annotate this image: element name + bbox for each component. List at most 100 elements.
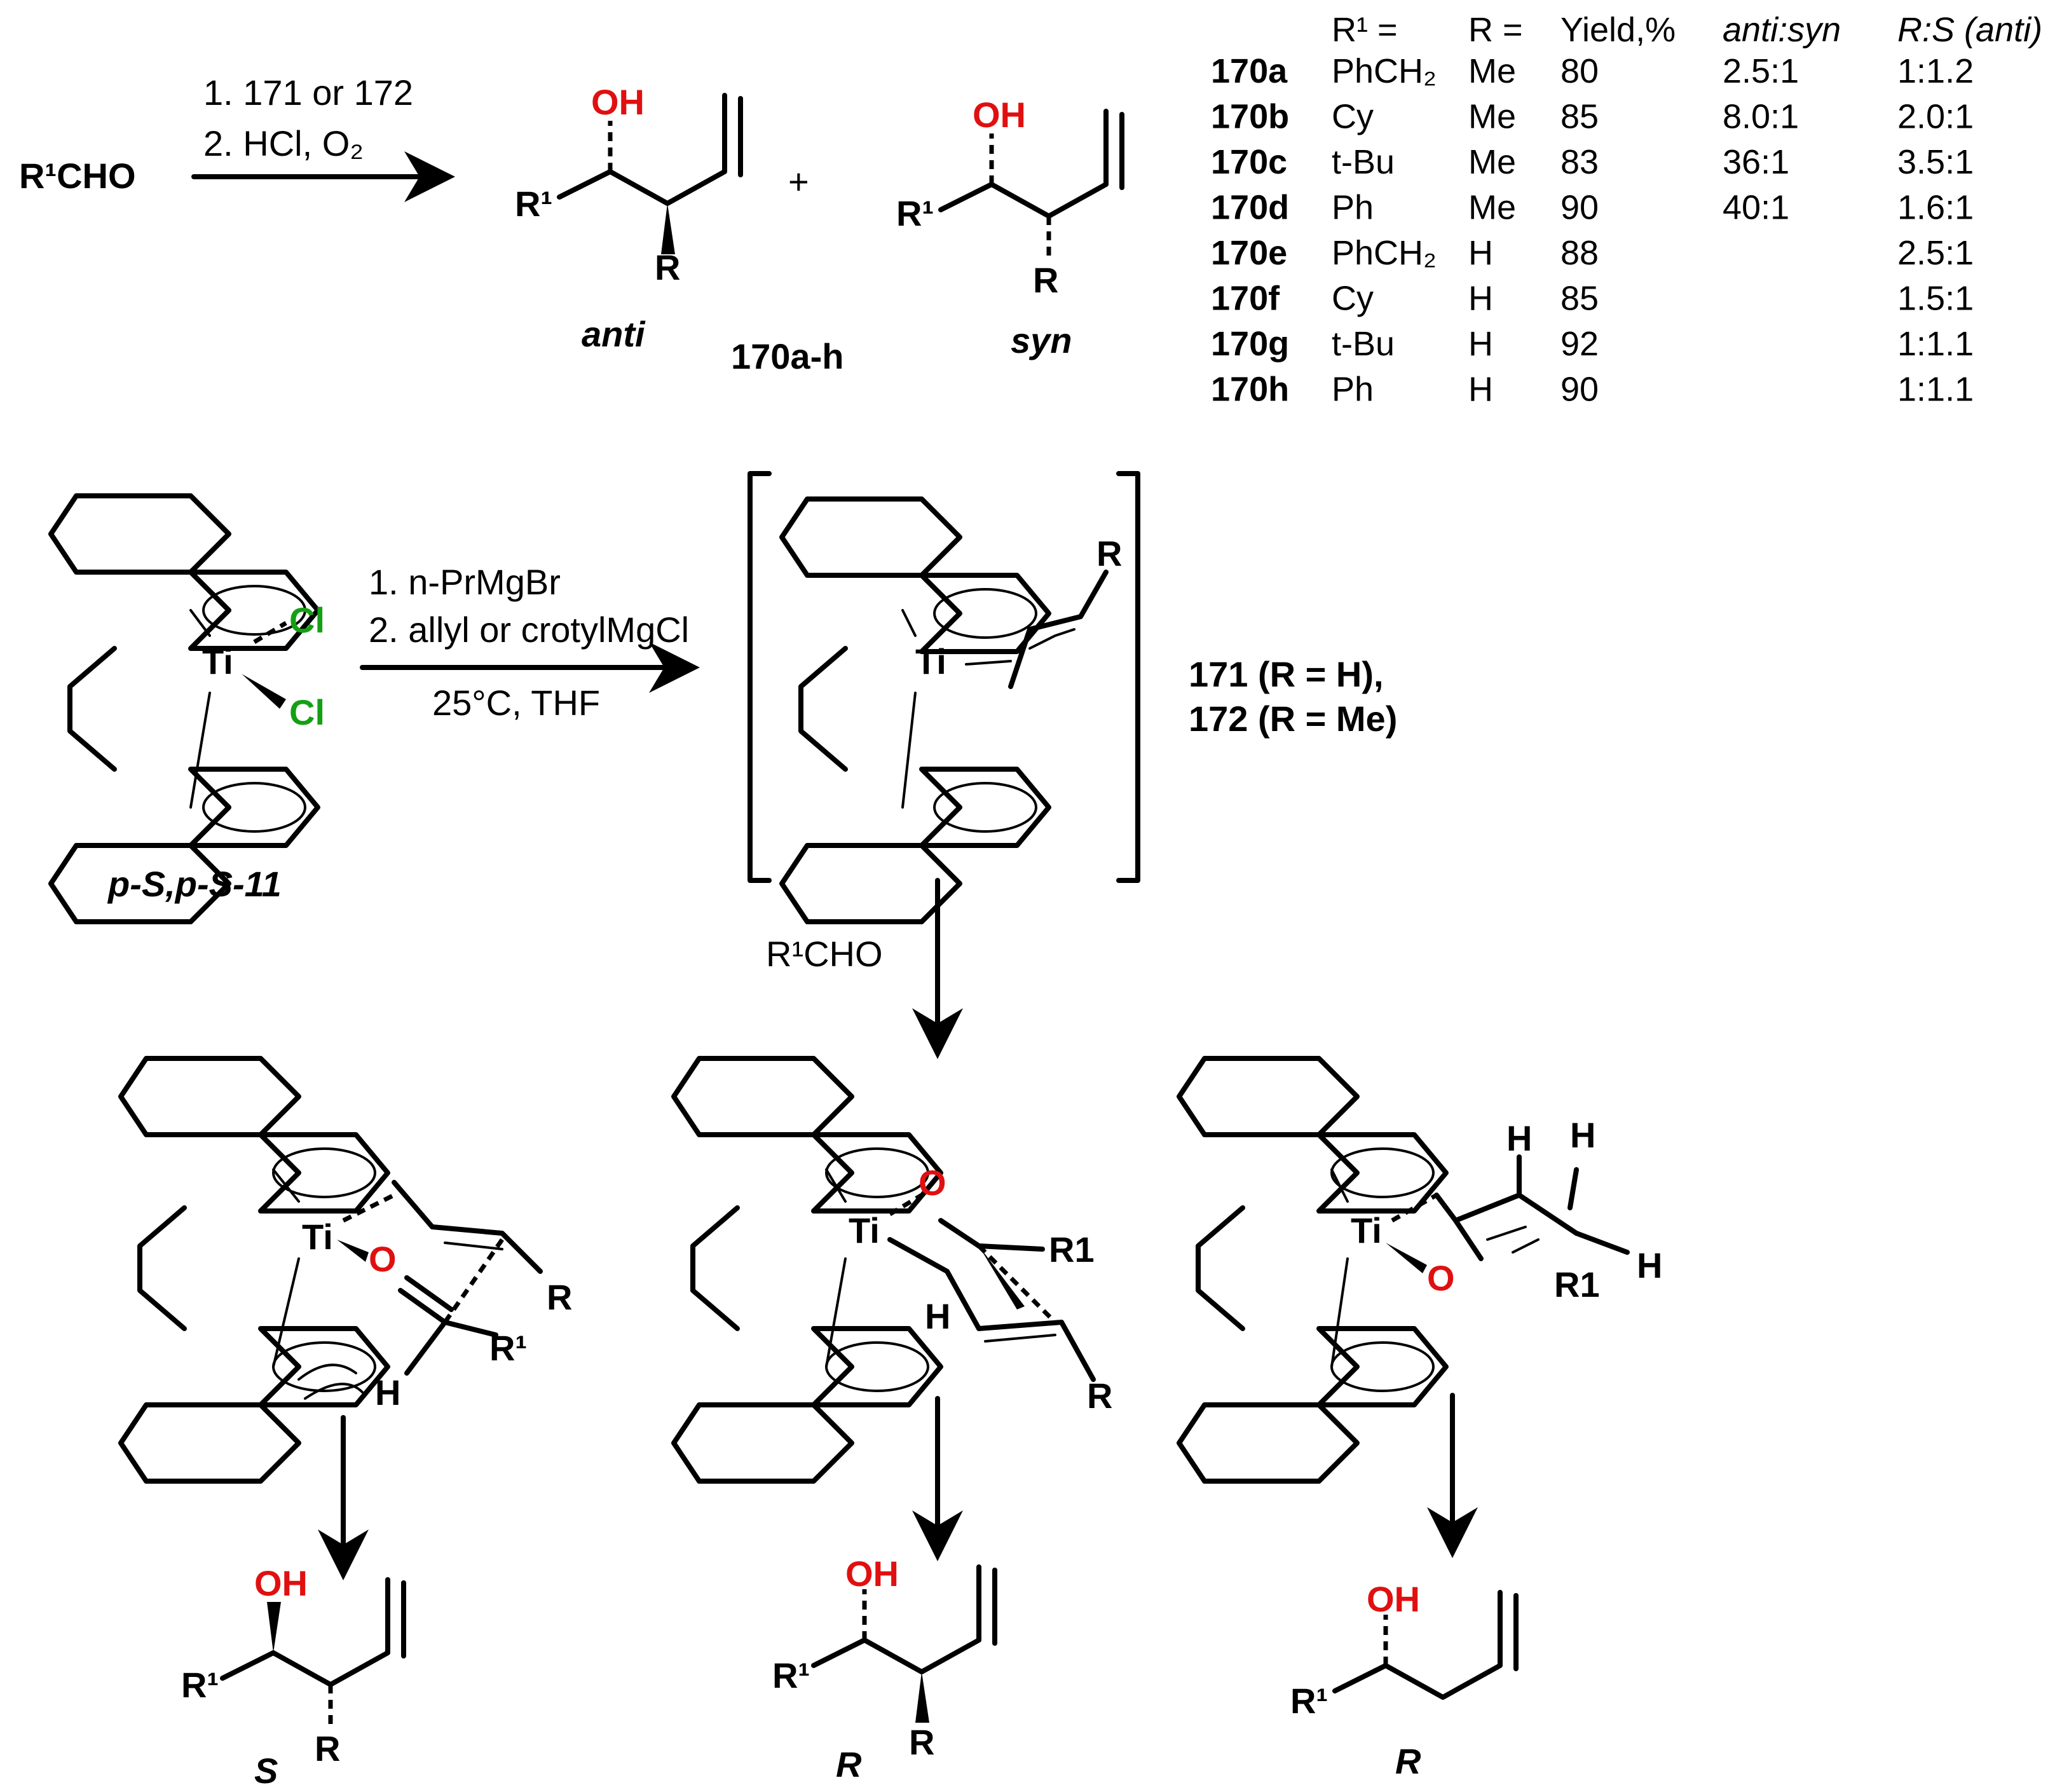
ti-label-catalyst: Ti [202,641,233,681]
table-row-id: 170b [1211,98,1289,136]
ts-middle-ti: Ti [849,1210,880,1250]
table-cell: 85 [1560,280,1599,318]
ts-left-h: H [375,1372,400,1412]
intermediate-structure [748,471,1140,922]
product-r-middle-r: R [909,1722,934,1762]
table-cell: 3.5:1 [1897,143,1974,181]
product-r-right-structure [1332,1590,1519,1700]
table-cell: 2.5:1 [1723,52,1799,90]
ts-right-structure [1179,1058,1630,1481]
intermediate-r-label: R [1096,533,1122,573]
syn-product-structure [938,109,1124,261]
syn-oh-label: OH [973,95,1026,135]
cl-label-2: Cl [289,692,325,732]
table-cell: Cy [1332,98,1374,136]
ts-middle-h: H [925,1296,950,1336]
product-s-r: R [315,1728,340,1768]
product-r-middle-r1: R¹ [772,1655,810,1695]
syn-r-label: R [1033,260,1058,300]
catalyst-label: p-S,p-S-11 [107,864,282,904]
anti-r-label: R [655,247,680,287]
ts-middle-o: O [918,1163,946,1203]
table-cell: 1:1.1 [1897,325,1974,363]
table-cell: 8.0:1 [1723,98,1799,136]
middle-condition-1: 1. n-PrMgBr [369,562,561,602]
ts-left-r: R [547,1277,572,1317]
table-cell: PhCH₂ [1332,52,1437,90]
middle-condition-3: 25°C, THF [432,683,600,723]
table-cell: 36:1 [1723,143,1789,181]
table-cell: Me [1468,98,1516,136]
table-row-id: 170e [1211,234,1287,272]
table-header-2: R = [1468,11,1523,49]
table-cell: 90 [1560,189,1599,227]
anti-product-structure [557,93,743,254]
product-r-middle-oh: OH [845,1554,899,1594]
ti-label-intermediate: Ti [915,641,946,681]
table-cell: Ph [1332,189,1374,227]
table-cell: H [1468,325,1493,363]
ts-left-structure [121,1058,543,1481]
table-cell: Me [1468,189,1516,227]
table-cell: 88 [1560,234,1599,272]
ts-left-r1: R¹ [489,1328,527,1368]
table-cell: 40:1 [1723,189,1789,227]
table-cell: 2.0:1 [1897,98,1974,136]
table-cell: 83 [1560,143,1599,181]
reagent-down-label: R¹CHO [766,934,883,974]
catalyst-structure [51,496,318,922]
product-s-oh: OH [254,1563,308,1603]
table-row-id: 170c [1211,143,1287,181]
table-row-id: 170d [1211,189,1289,227]
table-row-id: 170h [1211,371,1289,409]
table-row-id: 170g [1211,325,1289,363]
product-r-right-r1: R¹ [1290,1681,1328,1721]
anti-label: anti [582,314,646,354]
cl-label-1: Cl [289,600,325,640]
table-cell: 85 [1560,98,1599,136]
table-cell: Me [1468,52,1516,90]
table-cell: t-Bu [1332,325,1395,363]
product-s-config: S [254,1751,278,1791]
table-header-1: R¹ = [1332,11,1398,49]
product-r-right-config: R [1395,1741,1421,1781]
table-cell: Me [1468,143,1516,181]
ts-right-r1: R1 [1554,1264,1600,1304]
table-cell: t-Bu [1332,143,1395,181]
ts-middle-r1: R1 [1049,1229,1095,1269]
ts-right-ti: Ti [1351,1210,1382,1250]
table-cell: 2.5:1 [1897,234,1974,272]
table-cell: 1:1.2 [1897,52,1974,90]
product-ids-label: 170a-h [731,336,843,376]
syn-r1-label: R¹ [896,193,934,233]
product-s-r1: R¹ [181,1665,219,1705]
table-header-3: Yield,% [1560,11,1676,49]
ts-right-h1: H [1506,1118,1532,1158]
table-cell: 1.6:1 [1897,189,1974,227]
table-cell: 80 [1560,52,1599,90]
table-cell: 92 [1560,325,1599,363]
condition-step-2: 2. HCl, O₂ [203,123,364,163]
anti-oh-label: OH [591,82,645,122]
ts-right-h2: H [1570,1115,1595,1155]
table-header-5: R:S (anti) [1897,11,2042,49]
table-cell: H [1468,234,1493,272]
ts-right-o: O [1427,1258,1455,1298]
plus-sign: + [788,161,809,202]
table-cell: H [1468,371,1493,409]
middle-condition-2: 2. allyl or crotylMgCl [369,610,689,650]
table-cell: 90 [1560,371,1599,409]
condition-step-1: 1. 171 or 172 [203,72,413,113]
table-header-4: anti:syn [1723,11,1841,49]
syn-label: syn [1011,320,1072,360]
table-cell: Cy [1332,280,1374,318]
product-r-right-oh: OH [1367,1579,1420,1619]
ts-middle-structure [674,1058,1096,1481]
ts-left-ti: Ti [302,1217,333,1257]
table-cell: 1:1.1 [1897,371,1974,409]
table-cell: H [1468,280,1493,318]
product-r-middle-structure [811,1564,997,1723]
intermediate-label-2: 172 (R = Me) [1189,699,1397,739]
